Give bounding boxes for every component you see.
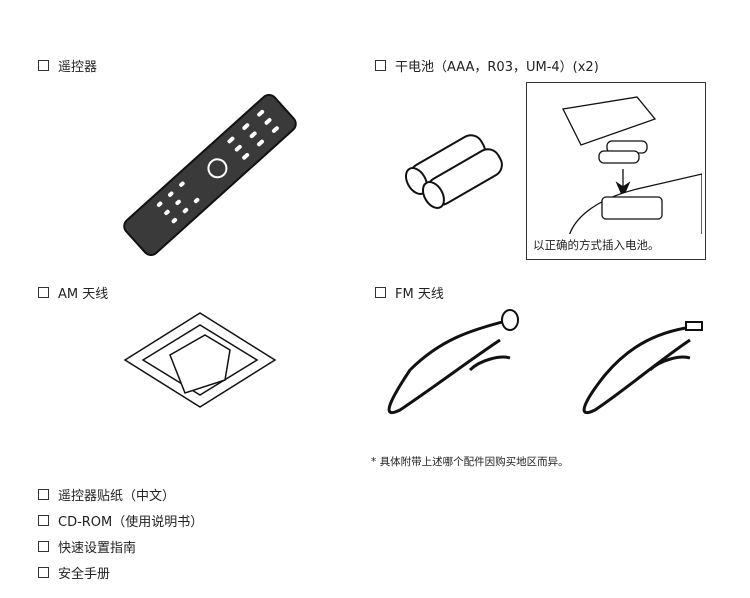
checkbox[interactable] bbox=[38, 60, 49, 71]
battery-insertion-figure: 以正确的方式插入电池。 bbox=[526, 82, 706, 260]
item-label: 安全手册 bbox=[58, 567, 111, 582]
checklist-item-sticker: 遥控器贴纸（中文） bbox=[38, 485, 175, 504]
item-label: 遥控器 bbox=[58, 60, 98, 75]
item-label: 干电池（AAA，R03，UM-4）(x2) bbox=[395, 60, 599, 75]
checklist-item-batteries: 干电池（AAA，R03，UM-4）(x2) bbox=[375, 56, 599, 75]
checkbox[interactable] bbox=[38, 489, 49, 500]
remote-control-illustration bbox=[123, 94, 297, 256]
checklist-item-quick-guide: 快速设置指南 bbox=[38, 537, 136, 556]
checklist-item-fm-antenna: FM 天线 bbox=[375, 283, 444, 302]
battery-insertion-illustration bbox=[562, 96, 702, 234]
checkbox[interactable] bbox=[38, 567, 49, 578]
checklist-item-safety: 安全手册 bbox=[38, 563, 110, 582]
item-label: FM 天线 bbox=[395, 287, 444, 302]
footnote: * 具体附带上述哪个配件因购买地区而异。 bbox=[371, 456, 569, 468]
item-label: AM 天线 bbox=[58, 287, 109, 302]
battery-caption: 以正确的方式插入电池。 bbox=[533, 238, 660, 252]
checkbox[interactable] bbox=[38, 287, 49, 298]
checkbox[interactable] bbox=[375, 287, 386, 298]
checkbox[interactable] bbox=[375, 60, 386, 71]
item-label: 快速设置指南 bbox=[58, 541, 137, 556]
item-label: 遥控器贴纸（中文） bbox=[58, 489, 176, 504]
checklist-item-am-antenna: AM 天线 bbox=[38, 283, 108, 302]
item-label: CD-ROM（使用说明书） bbox=[58, 515, 204, 530]
fm-antenna-illustration bbox=[387, 309, 703, 414]
checkbox[interactable] bbox=[38, 541, 49, 552]
checkbox[interactable] bbox=[38, 515, 49, 526]
am-antenna-illustration bbox=[123, 312, 277, 408]
checklist-item-remote: 遥控器 bbox=[38, 56, 97, 75]
checklist-item-cdrom: CD-ROM（使用说明书） bbox=[38, 511, 203, 530]
batteries-illustration bbox=[404, 134, 503, 209]
